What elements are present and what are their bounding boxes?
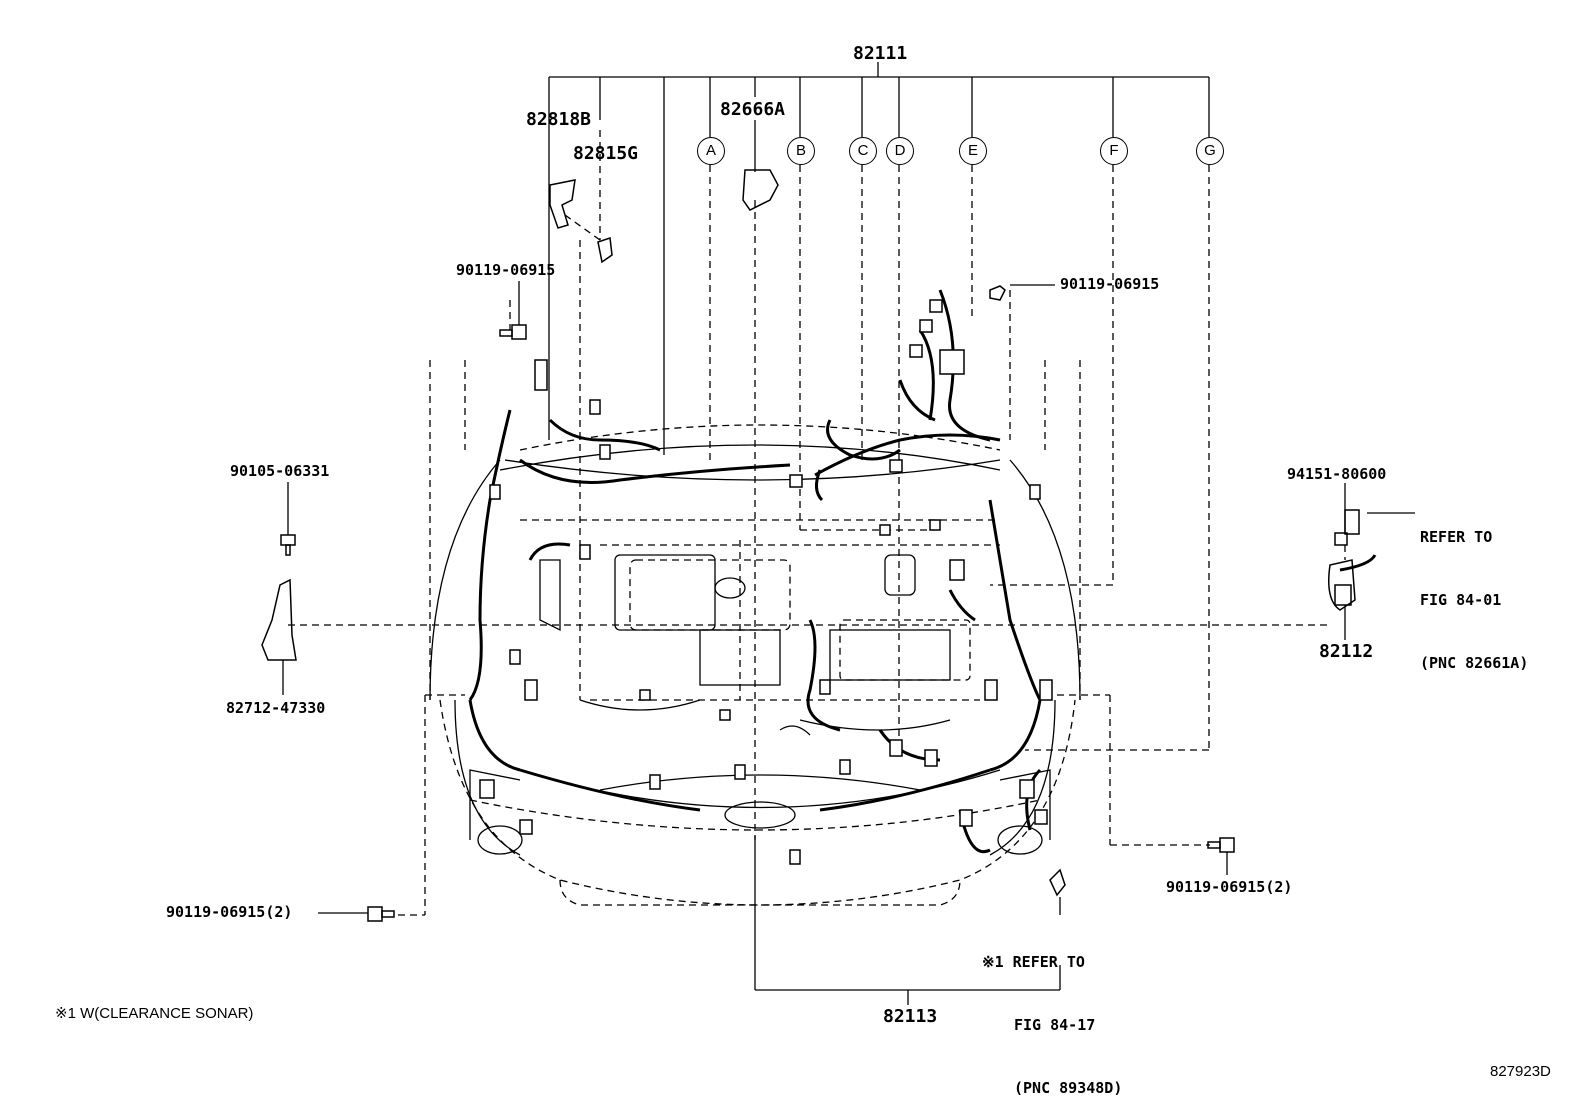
- part-label-bolt-top-right: 90119-06915: [1060, 275, 1160, 293]
- connector-blocks: [479, 299, 1360, 865]
- part-label-82113: 82113: [883, 1006, 938, 1027]
- refer-line: FIG 84-01: [1420, 591, 1502, 609]
- connector-leaders: [288, 130, 1346, 916]
- part-label-82712: 82712-47330: [226, 699, 326, 717]
- refer-line: (PNC 89348D): [1014, 1079, 1123, 1097]
- refer-line: (PNC 82661A): [1420, 654, 1529, 672]
- connector-b-circle: B: [787, 137, 815, 165]
- part-label-94151: 94151-80600: [1287, 465, 1387, 483]
- part-label-bolt-top-left: 90119-06915: [456, 261, 556, 279]
- connector-a-circle: A: [697, 137, 725, 165]
- part-label-90105: 90105-06331: [230, 462, 330, 480]
- refer-line: ※1 REFER TO: [982, 953, 1085, 971]
- part-label-82815g: 82815G: [573, 143, 639, 164]
- part-label-82112: 82112: [1319, 641, 1374, 662]
- connector-c-circle: C: [849, 137, 877, 165]
- refer-fig-84-01: REFER TO FIG 84-01 (PNC 82661A): [1420, 485, 1528, 695]
- connector-g-circle: G: [1196, 137, 1224, 165]
- connector-d-circle: D: [886, 137, 914, 165]
- label-leaders: [282, 281, 1415, 1005]
- part-label-82111: 82111: [853, 43, 908, 64]
- refer-line: FIG 84-17: [1014, 1016, 1096, 1034]
- part-label-82818b: 82818B: [526, 109, 592, 130]
- footnote: ※1 W(CLEARANCE SONAR): [55, 1005, 254, 1022]
- part-label-bolt-bottom-right: 90119-06915(2): [1166, 878, 1293, 896]
- bracket-82111: [548, 62, 1210, 455]
- connector-f-circle: F: [1100, 137, 1128, 165]
- figure-id: 827923D: [1490, 1063, 1551, 1080]
- refer-fig-84-17: ※1 REFER TO FIG 84-17 (PNC 89348D): [982, 910, 1122, 1120]
- connector-e-circle: E: [959, 137, 987, 165]
- part-label-bolt-bottom-left: 90119-06915(2): [166, 903, 293, 921]
- part-label-82666a: 82666A: [720, 99, 786, 120]
- refer-line: REFER TO: [1420, 528, 1493, 546]
- wire-harness: [468, 289, 1377, 853]
